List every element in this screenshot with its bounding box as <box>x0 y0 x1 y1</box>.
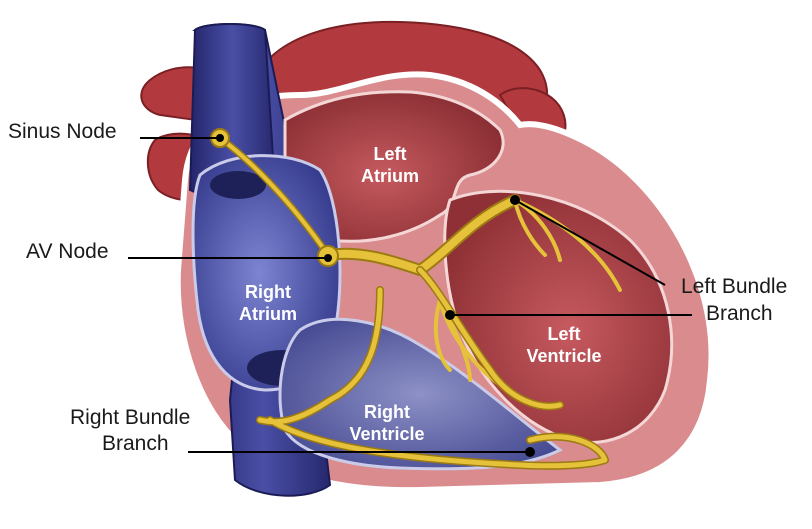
left-ventricle-label-line1: Left <box>548 324 581 344</box>
leader-lines <box>128 134 692 457</box>
right-bundle-fibers-fill <box>257 287 608 469</box>
left-bundle-down-fill <box>417 267 563 409</box>
left-bundle-branch-label-line2: Branch <box>706 302 773 325</box>
av-node-dot <box>324 254 332 262</box>
left-atrium-label-line2: Atrium <box>361 166 419 186</box>
left-bundle-dot <box>510 195 520 205</box>
left-atrium-label-line1: Left <box>374 144 407 164</box>
right-bundle-dot <box>525 447 535 457</box>
internodal-pathway-fill <box>218 136 330 257</box>
left-bundle-leader <box>514 199 666 286</box>
sinus-node-label: Sinus Node <box>8 120 117 143</box>
right-bundle-branch-label-line1: Right Bundle <box>70 406 190 429</box>
right-atrium-label-line2: Atrium <box>239 304 297 324</box>
right-bundle-branch-label-line2: Branch <box>102 432 169 455</box>
av-node-label: AV Node <box>26 240 109 263</box>
svc-opening <box>210 171 266 199</box>
right-atrium-label-line1: Right <box>245 282 291 302</box>
left-bundle-fibers <box>433 198 622 387</box>
left-ventricle-label-line2: Ventricle <box>526 346 601 366</box>
conduction-system <box>216 134 622 470</box>
right-ventricle-label-line1: Right <box>364 402 410 422</box>
sinus-node-dot <box>216 134 224 142</box>
left-bundle-branch-label-line1: Left Bundle <box>681 275 787 298</box>
left-bundle-lower-dot <box>445 310 455 320</box>
right-ventricle-label-line2: Ventricle <box>349 424 424 444</box>
